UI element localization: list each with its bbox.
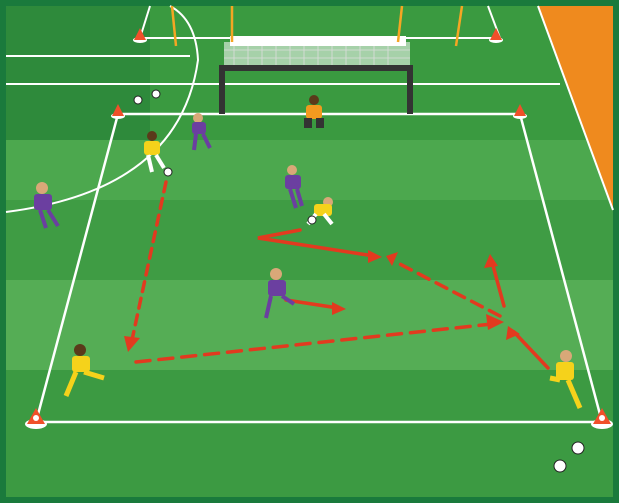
grass [6,6,613,497]
ball [134,96,142,104]
ball [164,168,172,176]
ball [152,90,160,98]
ball [308,216,316,224]
ball [572,442,584,454]
ball [554,460,566,472]
